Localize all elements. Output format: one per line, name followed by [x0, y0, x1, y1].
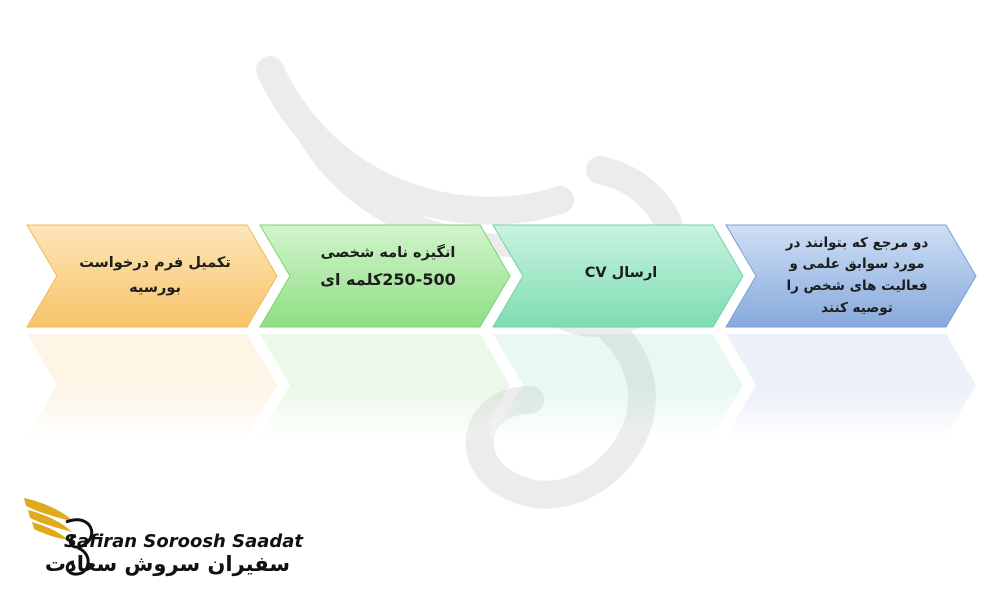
step-text-line: ارسال CV [584, 265, 658, 281]
step-1-text: تکمیل فرم درخواست بورسیه [65, 223, 245, 329]
chevron-shape [259, 224, 511, 328]
step-text-line: بورسیه [129, 280, 181, 296]
brand-name-en: Safiran Soroosh Saadat [64, 531, 304, 552]
step-4-reflection [724, 332, 979, 438]
step-text-line: تکمیل فرم درخواست [79, 254, 231, 271]
step-1: تکمیل فرم درخواست بورسیه [25, 223, 280, 329]
step-3: ارسال CV [491, 223, 746, 329]
golden-wing-swirl-icon [24, 498, 94, 576]
step-text-line: فعالیت های شخص را [786, 278, 928, 294]
step-4: دو مرجع که بتوانند در مورد سوابق علمی و … [724, 223, 979, 329]
chevron-shape [725, 224, 977, 328]
step-4-text: دو مرجع که بتوانند در مورد سوابق علمی و … [766, 223, 948, 329]
step-1-reflection [25, 332, 280, 438]
step-2-text: انگیزه نامه شخصی 250-500کلمه ای [298, 223, 478, 294]
chevron-shape [492, 224, 744, 328]
step-3-reflection [491, 332, 746, 438]
step-text-line: توصیه کنند [821, 299, 893, 316]
brand-name-fa: سفیران سروش سعادت [44, 552, 290, 576]
step-text-line: انگیزه نامه شخصی [320, 245, 456, 261]
step-text-line: 250-500کلمه ای [320, 270, 456, 290]
step-2-reflection [258, 332, 513, 438]
step-text-line: دو مرجع که بتوانند در [785, 234, 929, 251]
chevron-shape [26, 224, 278, 328]
step-2: انگیزه نامه شخصی 250-500کلمه ای [258, 223, 513, 329]
step-3-text: ارسال CV [531, 223, 711, 286]
step-text-line: مورد سوابق علمی و [789, 256, 925, 273]
